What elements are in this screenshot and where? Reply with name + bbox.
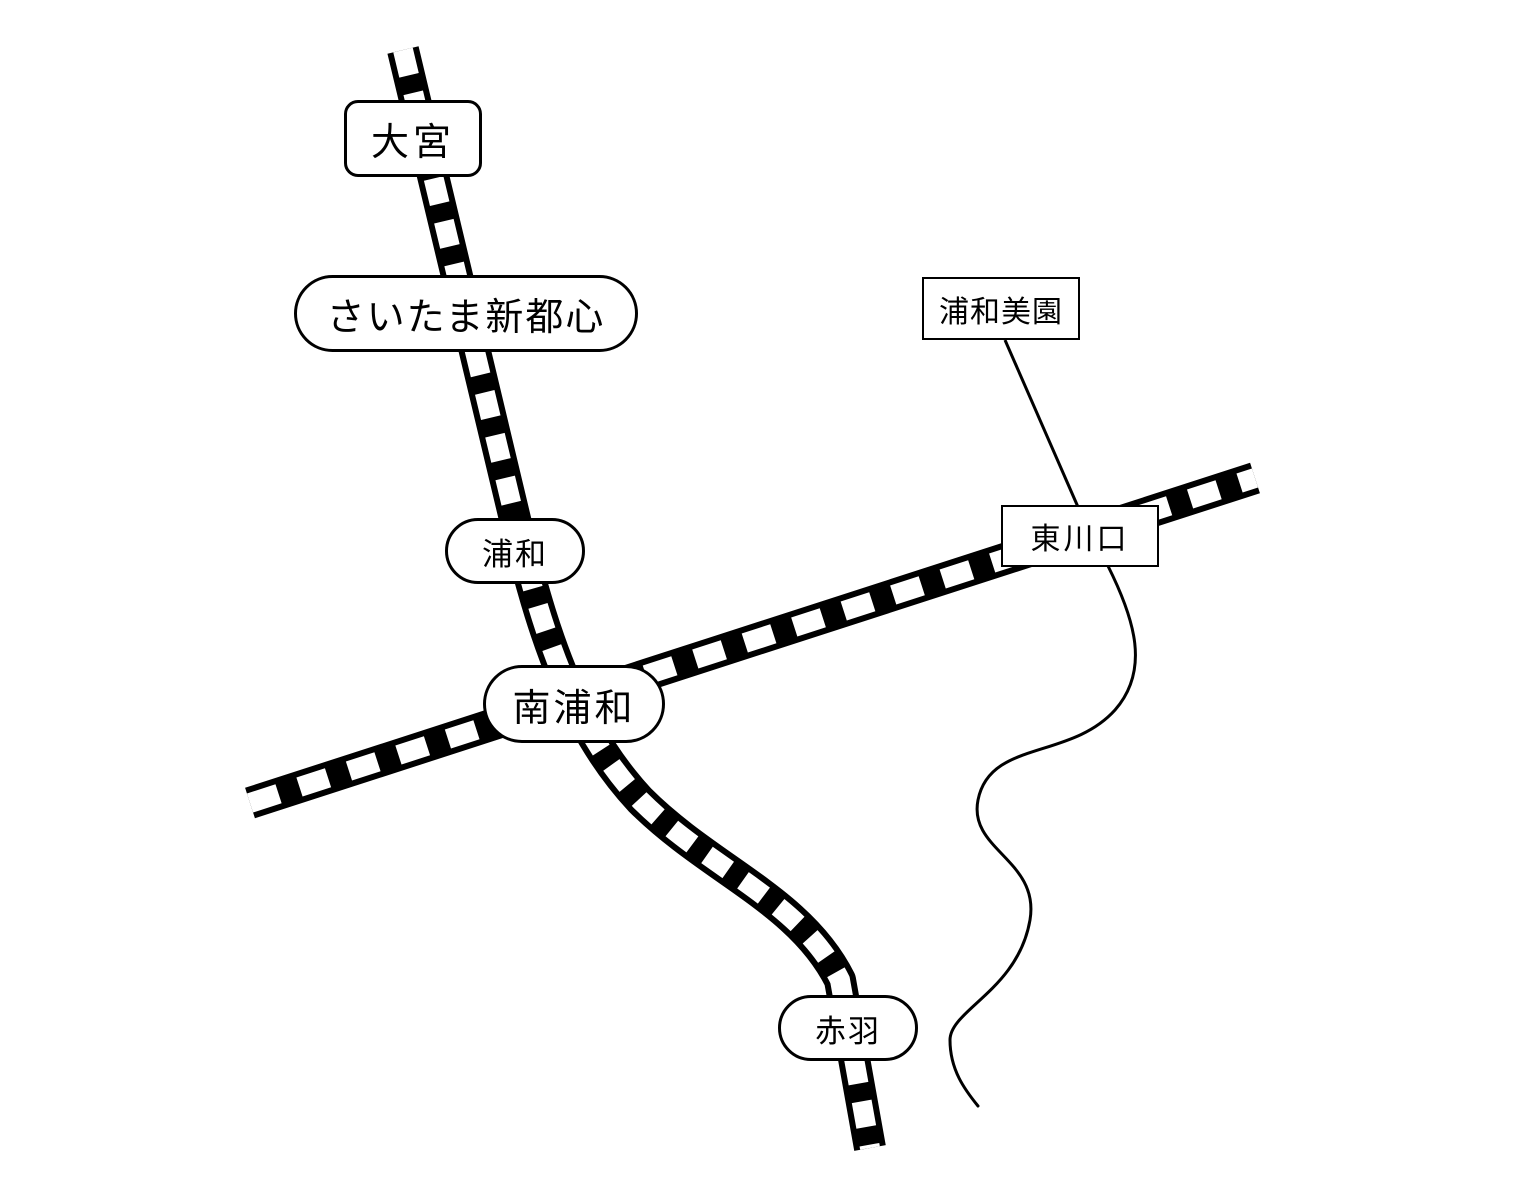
urawa-misono-leader-line bbox=[1003, 339, 1080, 508]
north-south-rail-bed bbox=[387, 46, 886, 1151]
station-label-akabane: 赤羽 bbox=[778, 995, 918, 1061]
station-name-urawa-misono: 浦和美園 bbox=[939, 294, 1063, 330]
station-label-saitama-shintoshin: さいたま新都心 bbox=[294, 275, 638, 352]
north-south-rail-ties bbox=[393, 47, 880, 1150]
station-label-urawa-misono: 浦和美園 bbox=[922, 277, 1080, 340]
station-name-higashi-kawaguchi: 東川口 bbox=[1030, 522, 1130, 557]
station-name-minami-urawa: 南浦和 bbox=[512, 685, 636, 730]
station-name-omiya: 大宮 bbox=[370, 120, 455, 164]
station-label-omiya: 大宮 bbox=[344, 100, 482, 177]
north-south-rail-line bbox=[387, 46, 886, 1151]
station-name-saitama-shintoshin: さいたま新都心 bbox=[326, 295, 606, 339]
east-west-rail-ties bbox=[246, 468, 1259, 813]
station-label-higashi-kawaguchi: 東川口 bbox=[1001, 505, 1159, 567]
river bbox=[948, 564, 1137, 1108]
station-name-akabane: 赤羽 bbox=[815, 1013, 881, 1050]
station-name-urawa: 浦和 bbox=[482, 536, 548, 573]
station-label-urawa: 浦和 bbox=[445, 518, 585, 584]
station-label-minami-urawa: 南浦和 bbox=[483, 665, 665, 743]
